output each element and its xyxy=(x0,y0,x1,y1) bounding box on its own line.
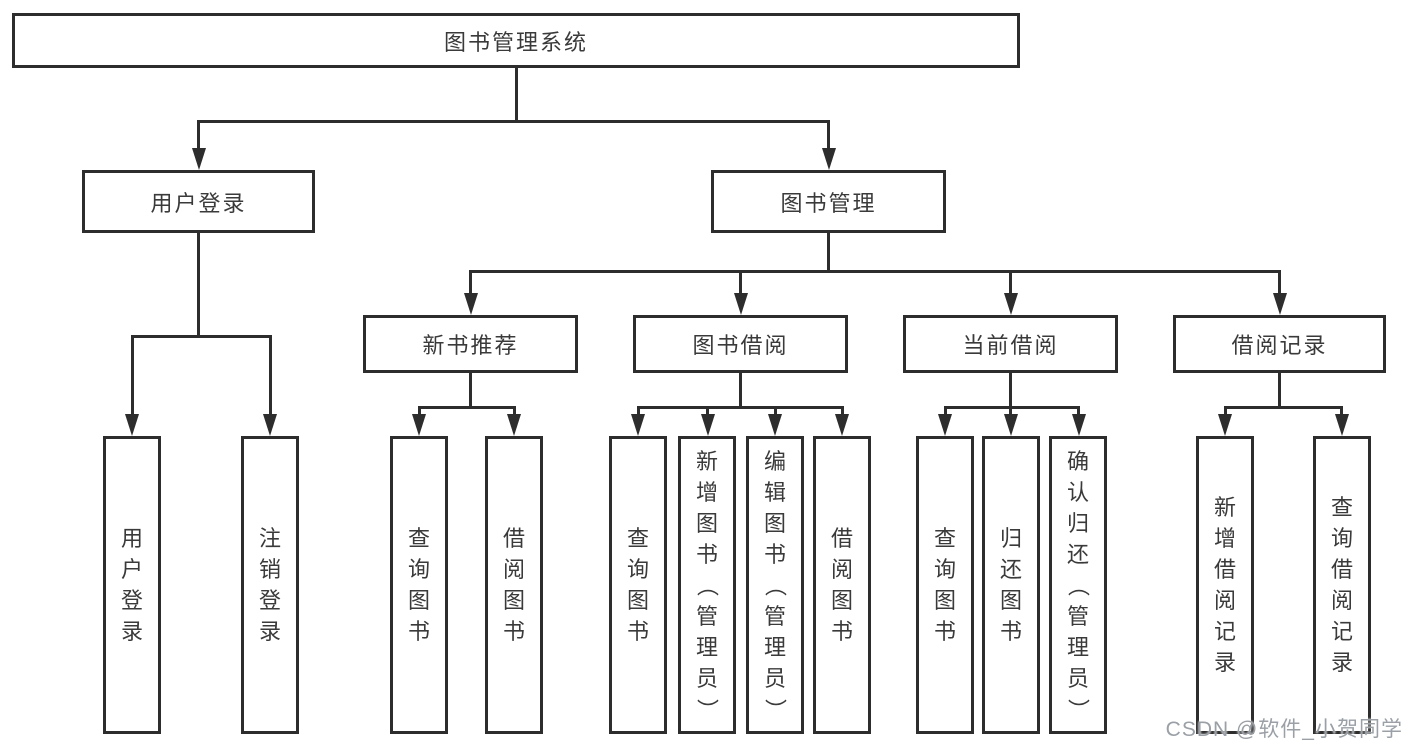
connector-drop-1 xyxy=(739,270,742,297)
node-current-borrowing: 当前借阅 xyxy=(903,315,1118,373)
arrowhead-down-icon xyxy=(263,414,277,436)
connector-rail-6 xyxy=(1223,406,1343,409)
connector-drop-6 xyxy=(1223,406,1227,418)
connector-drop-1 xyxy=(1278,270,1281,297)
arrowhead-down-icon xyxy=(821,148,836,170)
connector-stem-2 xyxy=(197,233,200,338)
arrowhead-down-icon xyxy=(835,414,849,436)
connector-drop-1 xyxy=(469,270,472,297)
arrowhead-down-icon xyxy=(191,148,206,170)
arrowhead-down-icon xyxy=(463,293,478,315)
leaf-query-books-current: 查询图书 xyxy=(916,436,974,734)
connector-drop-5 xyxy=(1077,406,1080,418)
arrowhead-down-icon xyxy=(938,414,952,436)
node-book-management: 图书管理 xyxy=(711,170,946,233)
connector-drop-4 xyxy=(706,406,709,418)
connector-stem-3 xyxy=(469,373,472,409)
node-new-book-recommendation: 新书推荐 xyxy=(363,315,578,373)
connector-drop-0 xyxy=(197,120,200,152)
leaf-borrow-books-recommend: 借阅图书 xyxy=(485,436,543,734)
connector-drop-3 xyxy=(417,406,421,418)
connector-drop-3 xyxy=(512,406,516,418)
arrowhead-down-icon xyxy=(1071,414,1086,436)
node-book-borrowing: 图书借阅 xyxy=(633,315,848,373)
leaf-add-book-admin: 新增图书（管理员） xyxy=(678,436,736,734)
arrowhead-down-icon xyxy=(1272,293,1287,315)
connector-rail-0 xyxy=(197,120,830,123)
connector-stem-6 xyxy=(1278,373,1281,409)
connector-drop-4 xyxy=(636,406,640,418)
connector-drop-5 xyxy=(943,406,947,418)
arrowhead-down-icon xyxy=(700,414,715,436)
connector-drop-6 xyxy=(1340,406,1343,418)
connector-rail-3 xyxy=(417,406,516,409)
connector-drop-2 xyxy=(130,335,134,418)
connector-rail-2 xyxy=(130,335,272,338)
leaf-return-books: 归还图书 xyxy=(982,436,1040,734)
arrowhead-down-icon xyxy=(507,414,521,436)
leaf-logout: 注销登录 xyxy=(241,436,299,734)
leaf-query-books-borrow: 查询图书 xyxy=(609,436,667,734)
leaf-confirm-return-admin: 确认归还（管理员） xyxy=(1049,436,1107,734)
node-borrowing-records: 借阅记录 xyxy=(1173,315,1386,373)
leaf-edit-book-admin: 编辑图书（管理员） xyxy=(746,436,804,734)
leaf-add-borrow-record: 新增借阅记录 xyxy=(1196,436,1254,734)
leaf-borrow-books: 借阅图书 xyxy=(813,436,871,734)
connector-rail-1 xyxy=(469,270,1281,273)
connector-drop-1 xyxy=(1009,270,1012,297)
arrowhead-down-icon xyxy=(1003,414,1018,436)
arrowhead-down-icon xyxy=(631,414,645,436)
connector-drop-2 xyxy=(268,335,272,418)
arrowhead-down-icon xyxy=(1334,414,1349,436)
node-user-login: 用户登录 xyxy=(82,170,315,233)
arrowhead-down-icon xyxy=(1218,414,1232,436)
connector-stem-1 xyxy=(827,233,830,273)
arrowhead-down-icon xyxy=(1003,293,1018,315)
arrowhead-down-icon xyxy=(412,414,426,436)
connector-stem-4 xyxy=(739,373,742,409)
connector-drop-0 xyxy=(827,120,830,152)
connector-drop-4 xyxy=(773,406,777,418)
leaf-query-books-recommend: 查询图书 xyxy=(390,436,448,734)
connector-drop-4 xyxy=(840,406,844,418)
connector-stem-0 xyxy=(514,68,518,123)
node-root: 图书管理系统 xyxy=(12,13,1020,68)
leaf-user-login: 用户登录 xyxy=(103,436,161,734)
connector-drop-5 xyxy=(1009,406,1012,418)
connector-stem-5 xyxy=(1009,373,1012,409)
leaf-query-borrow-record: 查询借阅记录 xyxy=(1313,436,1371,734)
connector-rail-4 xyxy=(636,406,844,409)
arrowhead-down-icon xyxy=(768,414,782,436)
arrowhead-down-icon xyxy=(125,414,139,436)
arrowhead-down-icon xyxy=(733,293,748,315)
